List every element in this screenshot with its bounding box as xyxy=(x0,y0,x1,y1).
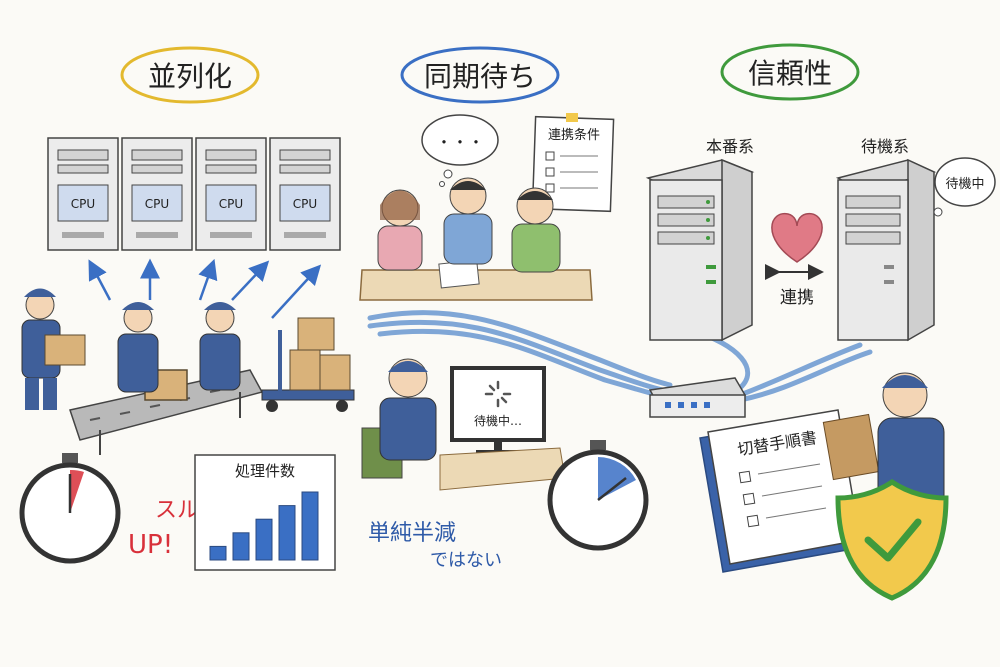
person-woman xyxy=(377,189,423,271)
note-line2: ではない xyxy=(430,550,502,571)
network-cables xyxy=(367,310,873,403)
thought-dots: ・・・ xyxy=(436,133,484,152)
switchover-manual: 切替手順書 xyxy=(699,409,861,573)
standby-server xyxy=(835,158,937,342)
server-cpu-2: CPU xyxy=(121,137,193,251)
chart-bar-5 xyxy=(301,491,319,561)
cpu-label-3: CPU xyxy=(219,197,243,211)
note-line1: 単純半減 xyxy=(368,521,456,546)
parallel-title: 並列化 xyxy=(148,60,232,93)
reliability-title: 信頼性 xyxy=(748,57,832,90)
reliability-title-badge: 信頼性 xyxy=(720,43,860,101)
throughput-chart: 処理件数 xyxy=(194,454,336,571)
worker-right xyxy=(199,302,241,391)
person-man-right xyxy=(511,187,561,273)
checklist-title: 連携条件 xyxy=(548,127,600,143)
primary-label: 本番系 xyxy=(706,137,754,156)
integration-checklist: 連携条件 xyxy=(531,113,615,213)
stopwatch-center-icon xyxy=(547,440,649,551)
network-switch xyxy=(648,377,747,418)
cpu-label-2: CPU xyxy=(145,197,169,211)
primary-server xyxy=(645,158,755,342)
desk xyxy=(439,447,566,491)
chart-bar-2 xyxy=(232,532,250,561)
standby-label: 待機系 xyxy=(861,137,909,156)
chart-bar-3 xyxy=(255,518,273,561)
parallel-title-badge: 並列化 xyxy=(120,46,260,104)
throughput-up-text: UP! xyxy=(128,530,173,560)
server-cpu-1: CPU xyxy=(47,137,119,251)
hand-cart xyxy=(261,317,355,412)
thought-bubble: ・・・ xyxy=(421,114,499,187)
parallel-arrows xyxy=(88,258,322,319)
parallel-servers: CPU CPU CPU CPU xyxy=(47,137,341,251)
loading-spinner-icon xyxy=(484,380,512,408)
heart-icon xyxy=(771,212,823,263)
sync-title-badge: 同期待ち xyxy=(400,46,560,104)
server-cpu-3: CPU xyxy=(195,137,267,251)
cpu-label-4: CPU xyxy=(293,197,317,211)
standby-bubble-text: 待機中 xyxy=(945,177,984,192)
sync-title: 同期待ち xyxy=(424,60,536,93)
chart-bar-4 xyxy=(278,505,296,561)
worker-center xyxy=(117,302,159,393)
person-man-center xyxy=(443,177,493,265)
monitor-waiting-text: 待機中… xyxy=(474,413,522,428)
chart-bar-1 xyxy=(209,545,227,561)
chart-bars xyxy=(209,491,319,561)
cpu-label-1: CPU xyxy=(71,197,95,211)
shield-check-icon xyxy=(835,478,949,601)
waiting-worker xyxy=(361,358,437,479)
server-cpu-4: CPU xyxy=(269,137,341,251)
waiting-monitor: 待機中… xyxy=(450,366,546,455)
chart-title: 処理件数 xyxy=(235,462,295,480)
worker-carrying-box xyxy=(21,288,86,410)
link-label: 連携 xyxy=(780,288,814,308)
stopwatch-left-icon xyxy=(19,453,121,564)
standby-bubble: 待機中 xyxy=(933,157,996,217)
meeting-table xyxy=(359,259,593,301)
